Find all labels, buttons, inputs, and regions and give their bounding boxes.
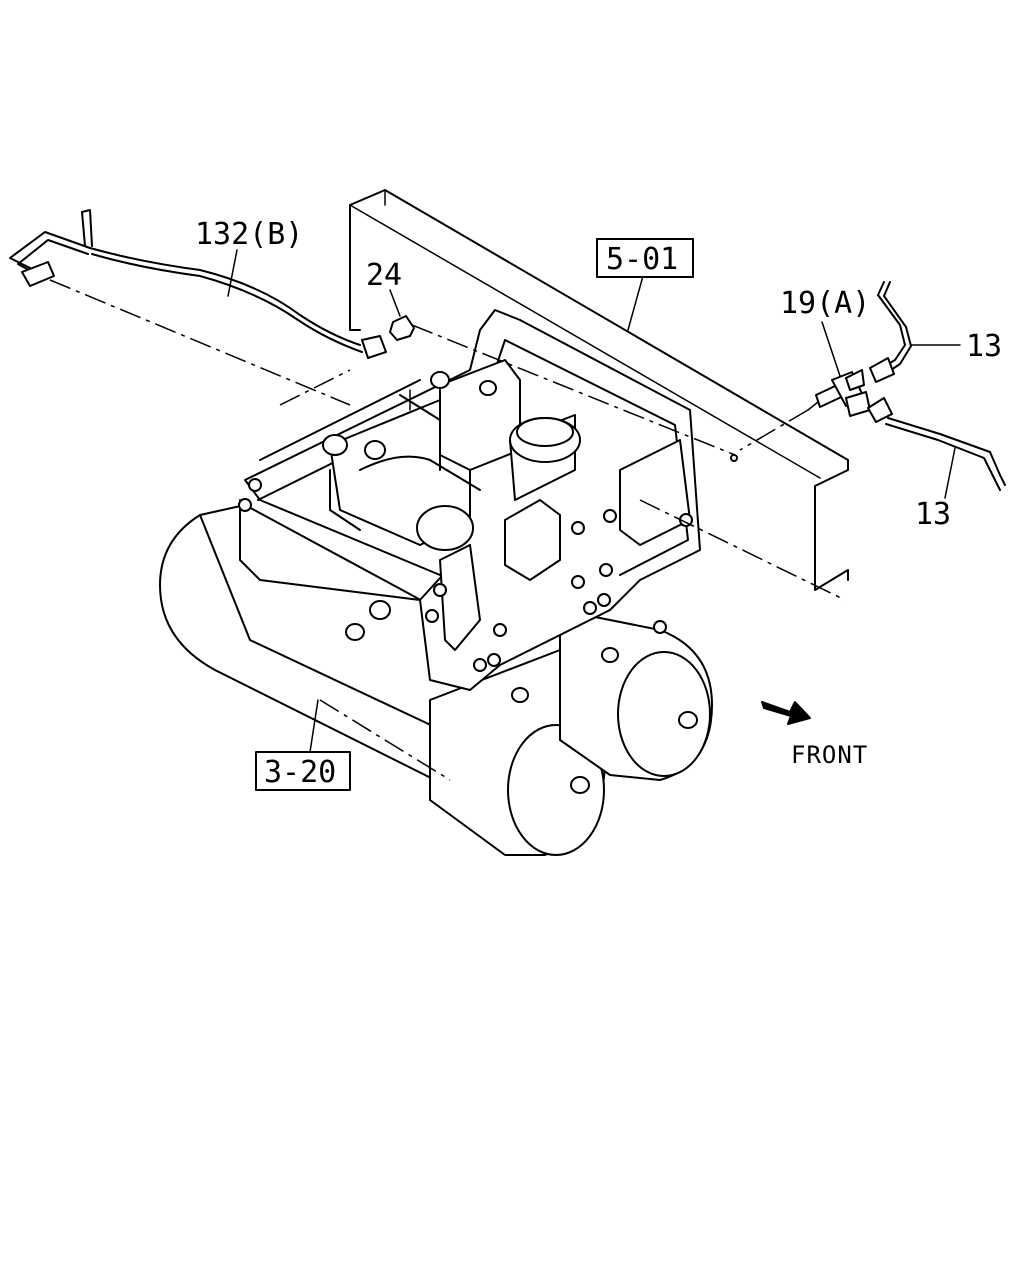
pipe-13-upper	[869, 281, 961, 383]
ref-box-5-01	[596, 238, 694, 278]
label-13-lower: 13	[915, 497, 951, 532]
label-5-01: 5-01	[606, 242, 678, 277]
leader-132b-dash	[49, 279, 351, 406]
label-13-upper: 13	[966, 329, 1002, 364]
front-arrow-icon	[761, 701, 811, 725]
pipe-13-lower	[867, 397, 1006, 499]
frame-dash-2	[279, 369, 351, 406]
leader-5-01	[627, 275, 644, 331]
leader-132b	[227, 249, 238, 297]
nut-24	[389, 289, 738, 462]
leader-3-20	[309, 699, 319, 753]
label-front: FRONT	[791, 741, 868, 769]
label-19a: 19(A)	[780, 286, 870, 321]
label-24: 24	[366, 258, 402, 293]
tee-19a	[739, 321, 871, 451]
ref-box-3-20	[255, 751, 351, 791]
label-132b: 132(B)	[195, 217, 303, 252]
mounting-bracket	[238, 309, 701, 691]
pipe-132b	[9, 209, 387, 359]
air-tanks	[159, 504, 713, 856]
valve-assembly	[322, 359, 581, 551]
leader-3-20-dash	[319, 699, 451, 781]
label-3-20: 3-20	[264, 755, 336, 790]
frame-dash	[639, 499, 846, 601]
